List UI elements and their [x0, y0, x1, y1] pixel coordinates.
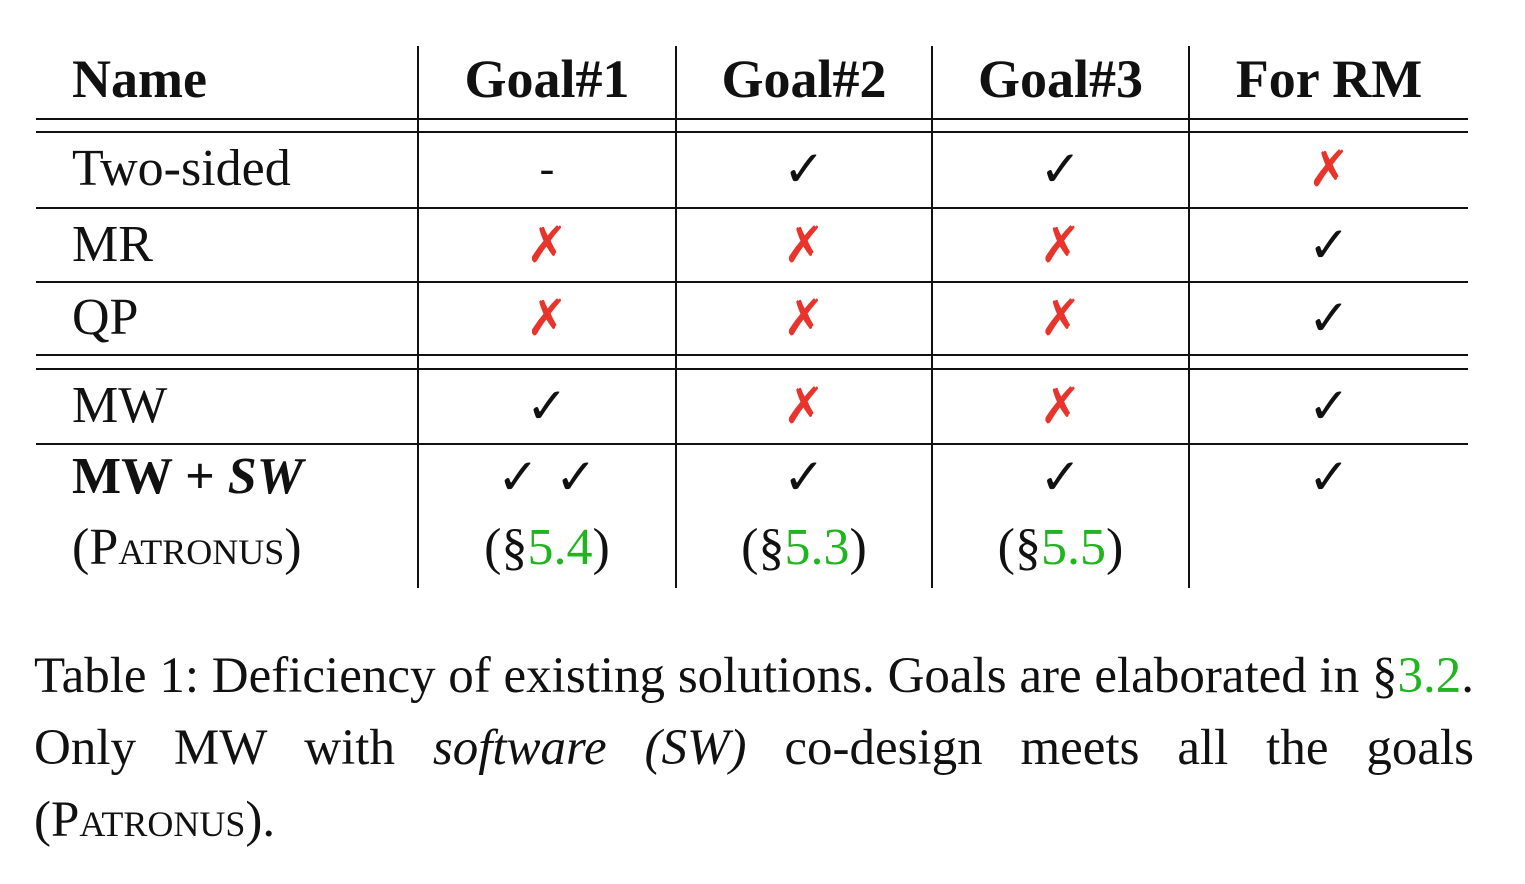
row-mw-goal2: ✗: [783, 377, 825, 435]
row-two-sided-goal3: ✓: [1039, 140, 1082, 198]
col-divider-1: [417, 46, 419, 588]
row-qp-goal2: ✗: [783, 289, 825, 347]
section-link-3-2[interactable]: 3.2: [1397, 648, 1462, 704]
ref-open-2: (§: [741, 519, 785, 576]
caption-text-1: Table 1: Deficiency of existing solution…: [34, 648, 1398, 704]
row-patronus-goal2-ref: (§5.3): [677, 515, 931, 581]
row-patronus-goal3: ✓: [1039, 448, 1082, 506]
row-patronus-goal1: ✓ ✓: [497, 448, 597, 506]
ref-open-3: (§: [997, 519, 1041, 576]
row-patronus-goal3-ref: (§5.5): [933, 515, 1188, 581]
row-patronus-goal2: ✓: [783, 448, 825, 506]
header-goal1: Goal#1: [464, 49, 630, 109]
rule-top-2: [36, 131, 1468, 133]
row-patronus-subname: (Patronus): [72, 515, 412, 581]
section-link-5-3[interactable]: 5.3: [784, 519, 850, 576]
rule-mid-1: [36, 354, 1468, 356]
row-two-sided-goal2: ✓: [783, 140, 825, 198]
row-patronus-name-bold: MW +: [72, 448, 228, 505]
row-two-sided-goal1: -: [539, 144, 555, 193]
row-mr-rm: ✓: [1308, 216, 1350, 274]
rule-row-4: [36, 443, 1468, 445]
row-patronus-rm: ✓: [1308, 448, 1350, 506]
caption-italic-software: software (SW): [432, 720, 747, 776]
caption-text-4: ).: [245, 792, 276, 848]
caption-text-3: co-design meets all the goals (: [34, 720, 1475, 848]
row-mr-goal1: ✗: [526, 216, 568, 274]
row-patronus-goal1-ref: (§5.4): [419, 515, 675, 581]
row-qp-rm: ✓: [1308, 289, 1350, 347]
section-link-5-4[interactable]: 5.4: [527, 519, 593, 576]
ref-close-2: ): [849, 519, 867, 576]
row-mr-goal3: ✗: [1039, 216, 1082, 274]
row-patronus-subname-close: ): [284, 519, 302, 576]
col-divider-2: [675, 46, 677, 588]
row-qp-goal3: ✗: [1039, 289, 1082, 347]
row-qp-name: QP: [72, 289, 139, 346]
caption-system-name: Patronus: [50, 792, 246, 848]
ref-close-1: ): [592, 519, 610, 576]
row-patronus-subname-system: Patronus: [89, 519, 285, 576]
row-mw-rm: ✓: [1308, 377, 1350, 435]
row-mr-name: MR: [72, 216, 153, 273]
header-for-rm: For RM: [1235, 49, 1423, 109]
row-mr-goal2: ✗: [783, 216, 825, 274]
col-divider-4: [1188, 46, 1190, 588]
rule-top-1: [36, 118, 1468, 120]
col-divider-3: [931, 46, 933, 588]
section-link-5-5[interactable]: 5.5: [1041, 519, 1106, 576]
header-goal2: Goal#2: [721, 49, 887, 109]
table-caption: Table 1: Deficiency of existing solution…: [34, 640, 1474, 856]
row-mw-name: MW: [72, 377, 168, 434]
row-two-sided-rm: ✗: [1308, 140, 1350, 198]
ref-close-3: ): [1106, 519, 1124, 576]
rule-row-1: [36, 207, 1468, 209]
row-patronus-subname-open: (: [72, 519, 90, 576]
row-patronus-name-sw: SW: [227, 448, 303, 505]
row-qp-goal1: ✗: [526, 289, 568, 347]
rule-mid-2: [36, 368, 1468, 370]
caption-text-2: . Only MW with: [34, 648, 1474, 776]
row-mw-goal3: ✗: [1039, 377, 1082, 435]
row-two-sided-name: Two-sided: [72, 140, 291, 197]
header-goal3: Goal#3: [977, 49, 1143, 109]
row-mw-goal1: ✓: [526, 377, 568, 435]
rule-row-2: [36, 281, 1468, 283]
header-name: Name: [72, 49, 207, 109]
row-patronus-name: MW + SW: [72, 445, 412, 509]
ref-open-1: (§: [484, 519, 528, 576]
